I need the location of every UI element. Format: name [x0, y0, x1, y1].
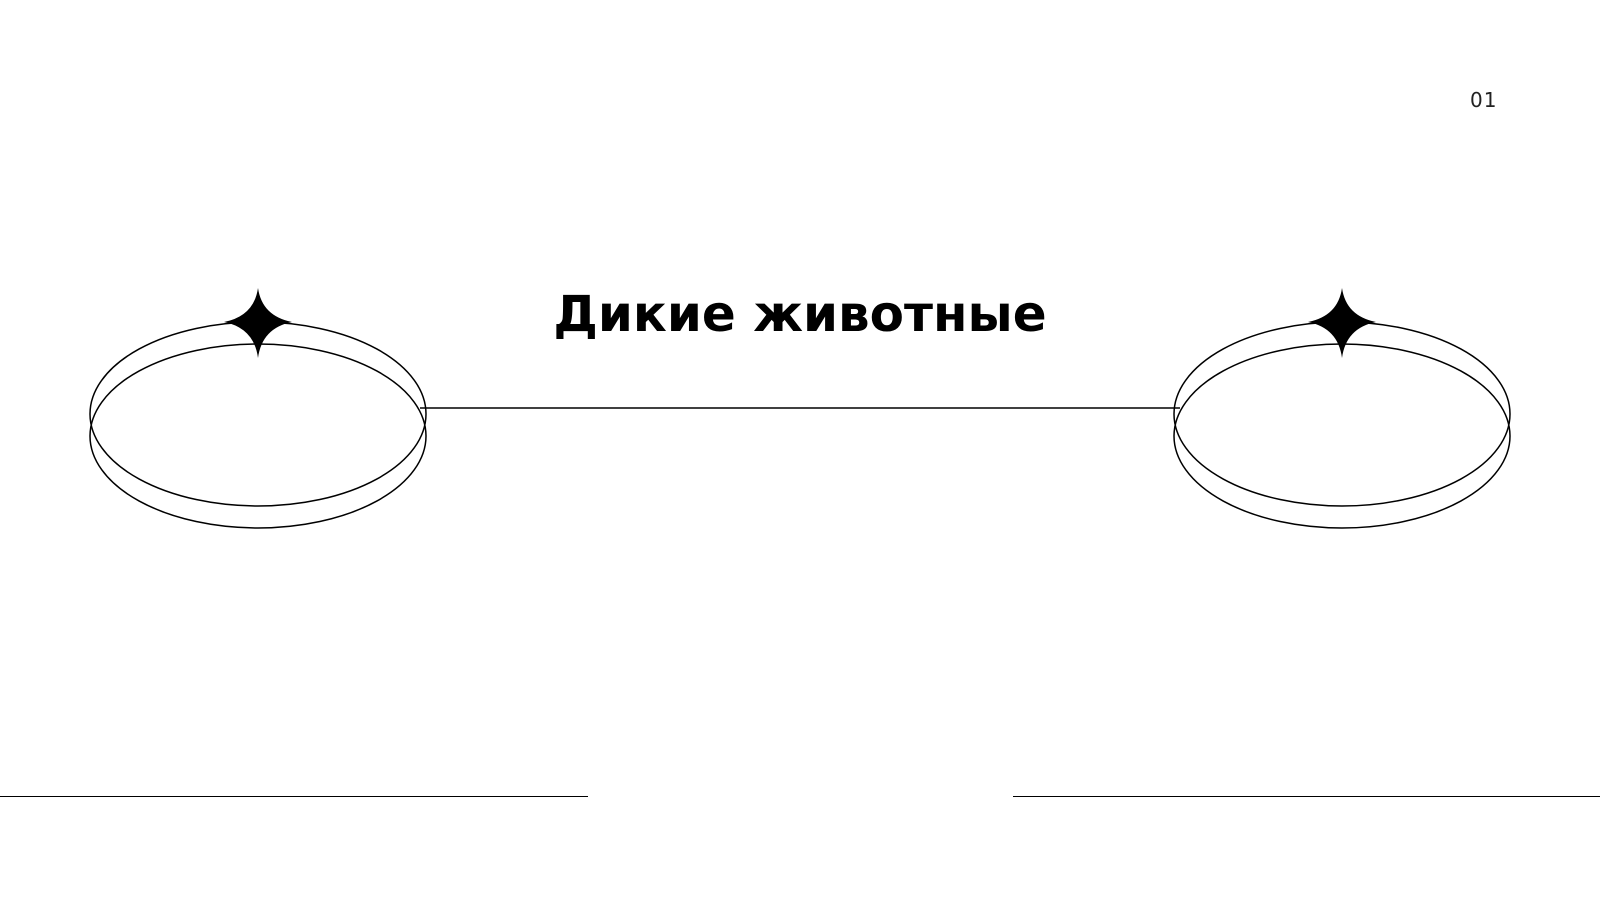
- right-ring-decoration: [1173, 288, 1511, 529]
- bottom-divider-left: [0, 796, 588, 797]
- left-ring-decoration: [89, 288, 427, 529]
- sparkle-icon: [224, 288, 292, 358]
- page-number: 01: [1470, 88, 1498, 112]
- bottom-divider-right: [1013, 796, 1600, 797]
- sparkle-icon: [1308, 288, 1376, 358]
- slide-title: Дикие животные: [553, 285, 1047, 343]
